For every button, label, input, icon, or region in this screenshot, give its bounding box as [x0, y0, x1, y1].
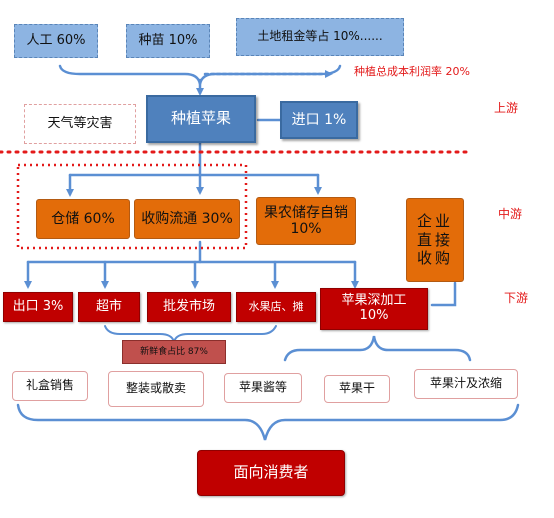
gift-box-box: 礼盒销售 — [12, 371, 88, 401]
disaster-label: 天气等灾害 — [47, 115, 113, 131]
purchase-box: 收购流通 30% — [134, 199, 240, 239]
profit-note: 种植总成本利润率 20% — [354, 65, 470, 78]
enterprise-to-processing — [430, 281, 457, 307]
planting-box: 种植苹果 — [146, 95, 256, 143]
sauce-label: 苹果酱等 — [238, 380, 287, 395]
fruit-shop-label: 水果店、摊 — [248, 299, 304, 313]
enterprise-box: 企业直接收购 — [406, 198, 464, 282]
import-box: 进口 1% — [280, 101, 358, 139]
dried-label: 苹果干 — [338, 381, 375, 396]
fruit-shop-box: 水果店、摊 — [236, 292, 316, 322]
gift-box-label: 礼盒销售 — [25, 378, 74, 393]
juice-label: 苹果汁及浓缩 — [429, 376, 502, 391]
juice-box: 苹果汁及浓缩 — [414, 369, 518, 399]
bulk-box: 整装或散卖 — [108, 371, 204, 407]
storage-box: 仓储 60% — [36, 199, 130, 239]
mid-group-outline — [16, 163, 248, 250]
wholesale-box: 批发市场 — [147, 292, 231, 322]
export-box: 出口 3% — [3, 292, 73, 322]
supermarket-box: 超市 — [78, 292, 140, 322]
consumer-brace — [16, 403, 520, 441]
downstream-label: 下游 — [504, 291, 529, 305]
import-label: 进口 1% — [291, 111, 347, 128]
supermarket-label: 超市 — [95, 298, 122, 314]
labor-label: 人工 60% — [26, 32, 86, 48]
purchase-label: 收购流通 30% — [141, 210, 233, 227]
bulk-label: 整装或散卖 — [125, 381, 186, 396]
upstream-label: 上游 — [494, 101, 519, 115]
land-label: 土地租金等占 10%...... — [257, 29, 383, 44]
consumer-box: 面向消费者 — [197, 450, 345, 496]
sauce-box: 苹果酱等 — [224, 373, 302, 403]
fresh-share-box: 新鲜食占比 87% — [122, 340, 226, 364]
farmer-storage-label: 果农储存自销 10% — [264, 204, 348, 237]
planting-label: 种植苹果 — [170, 109, 231, 128]
fresh-share-label: 新鲜食占比 87% — [140, 346, 208, 357]
storage-label: 仓储 60% — [51, 210, 115, 227]
seedling-input-box: 种苗 10% — [126, 24, 210, 58]
wholesale-label: 批发市场 — [162, 298, 215, 314]
labor-input-box: 人工 60% — [14, 24, 98, 58]
processing-label: 苹果深加工 10% — [341, 293, 407, 323]
land-input-box: 土地租金等占 10%...... — [236, 18, 404, 56]
seedling-label: 种苗 10% — [138, 32, 198, 48]
dried-box: 苹果干 — [324, 375, 390, 403]
processing-box: 苹果深加工 10% — [320, 288, 428, 330]
processing-brace — [283, 335, 472, 362]
farmer-storage-box: 果农储存自销 10% — [256, 197, 356, 245]
export-label: 出口 3% — [12, 298, 64, 314]
enterprise-label: 企业直接收购 — [417, 211, 454, 268]
midstream-label: 中游 — [498, 207, 523, 221]
disaster-box: 天气等灾害 — [24, 104, 136, 144]
consumer-label: 面向消费者 — [233, 463, 309, 482]
